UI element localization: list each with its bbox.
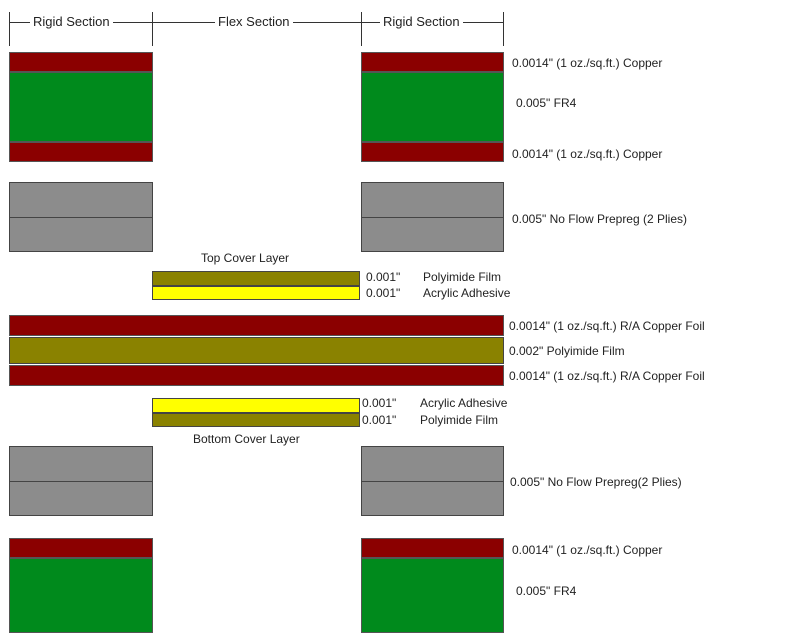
copper-layer bbox=[361, 142, 504, 162]
flex-section-label: Flex Section bbox=[215, 15, 293, 29]
polyimide-core-layer bbox=[9, 337, 504, 364]
copper-label: 0.0014" (1 oz./sq.ft.) Copper bbox=[512, 147, 663, 161]
prepreg-layer bbox=[9, 446, 153, 516]
copper-layer bbox=[9, 52, 153, 72]
polyimide-label: Polyimide Film bbox=[423, 270, 502, 284]
copper-label: 0.0014" (1 oz./sq.ft.) Copper bbox=[512, 543, 663, 557]
polyimide-label: 0.002" Polyimide Film bbox=[509, 344, 625, 358]
adhesive-label: Acrylic Adhesive bbox=[420, 396, 508, 410]
fr4-layer bbox=[361, 558, 504, 633]
prepreg-layer bbox=[361, 182, 504, 252]
fr4-label: 0.005" FR4 bbox=[516, 584, 577, 598]
fr4-layer bbox=[9, 72, 153, 142]
copper-layer bbox=[9, 142, 153, 162]
copper-foil-label: 0.0014" (1 oz./sq.ft.) R/A Copper Foil bbox=[509, 319, 705, 333]
polyimide-label: Polyimide Film bbox=[420, 413, 499, 427]
prepreg-layer bbox=[361, 446, 504, 516]
copper-layer bbox=[361, 538, 504, 558]
thickness-label: 0.001" bbox=[362, 413, 397, 427]
bottom-cover-layer-label: Bottom Cover Layer bbox=[193, 432, 300, 446]
thickness-label: 0.001" bbox=[362, 396, 397, 410]
rigid-section-right-label: Rigid Section bbox=[380, 15, 463, 29]
fr4-label: 0.005" FR4 bbox=[516, 96, 577, 110]
adhesive-label: Acrylic Adhesive bbox=[423, 286, 511, 300]
copper-layer bbox=[361, 52, 504, 72]
fr4-layer bbox=[9, 558, 153, 633]
ra-copper-foil-layer bbox=[9, 365, 504, 386]
copper-foil-label: 0.0014" (1 oz./sq.ft.) R/A Copper Foil bbox=[509, 369, 705, 383]
rigid-section-left-label: Rigid Section bbox=[30, 15, 113, 29]
copper-label: 0.0014" (1 oz./sq.ft.) Copper bbox=[512, 56, 663, 70]
polyimide-film-layer bbox=[152, 271, 360, 286]
polyimide-film-layer bbox=[152, 413, 360, 427]
prepreg-layer bbox=[9, 182, 153, 252]
thickness-label: 0.001" bbox=[366, 270, 401, 284]
top-cover-layer-label: Top Cover Layer bbox=[201, 251, 290, 265]
ra-copper-foil-layer bbox=[9, 315, 504, 336]
prepreg-label: 0.005" No Flow Prepreg(2 Plies) bbox=[510, 475, 682, 489]
acrylic-adhesive-layer bbox=[152, 398, 360, 413]
copper-layer bbox=[9, 538, 153, 558]
fr4-layer bbox=[361, 72, 504, 142]
thickness-label: 0.001" bbox=[366, 286, 401, 300]
acrylic-adhesive-layer bbox=[152, 286, 360, 300]
prepreg-label: 0.005" No Flow Prepreg (2 Plies) bbox=[512, 212, 688, 226]
